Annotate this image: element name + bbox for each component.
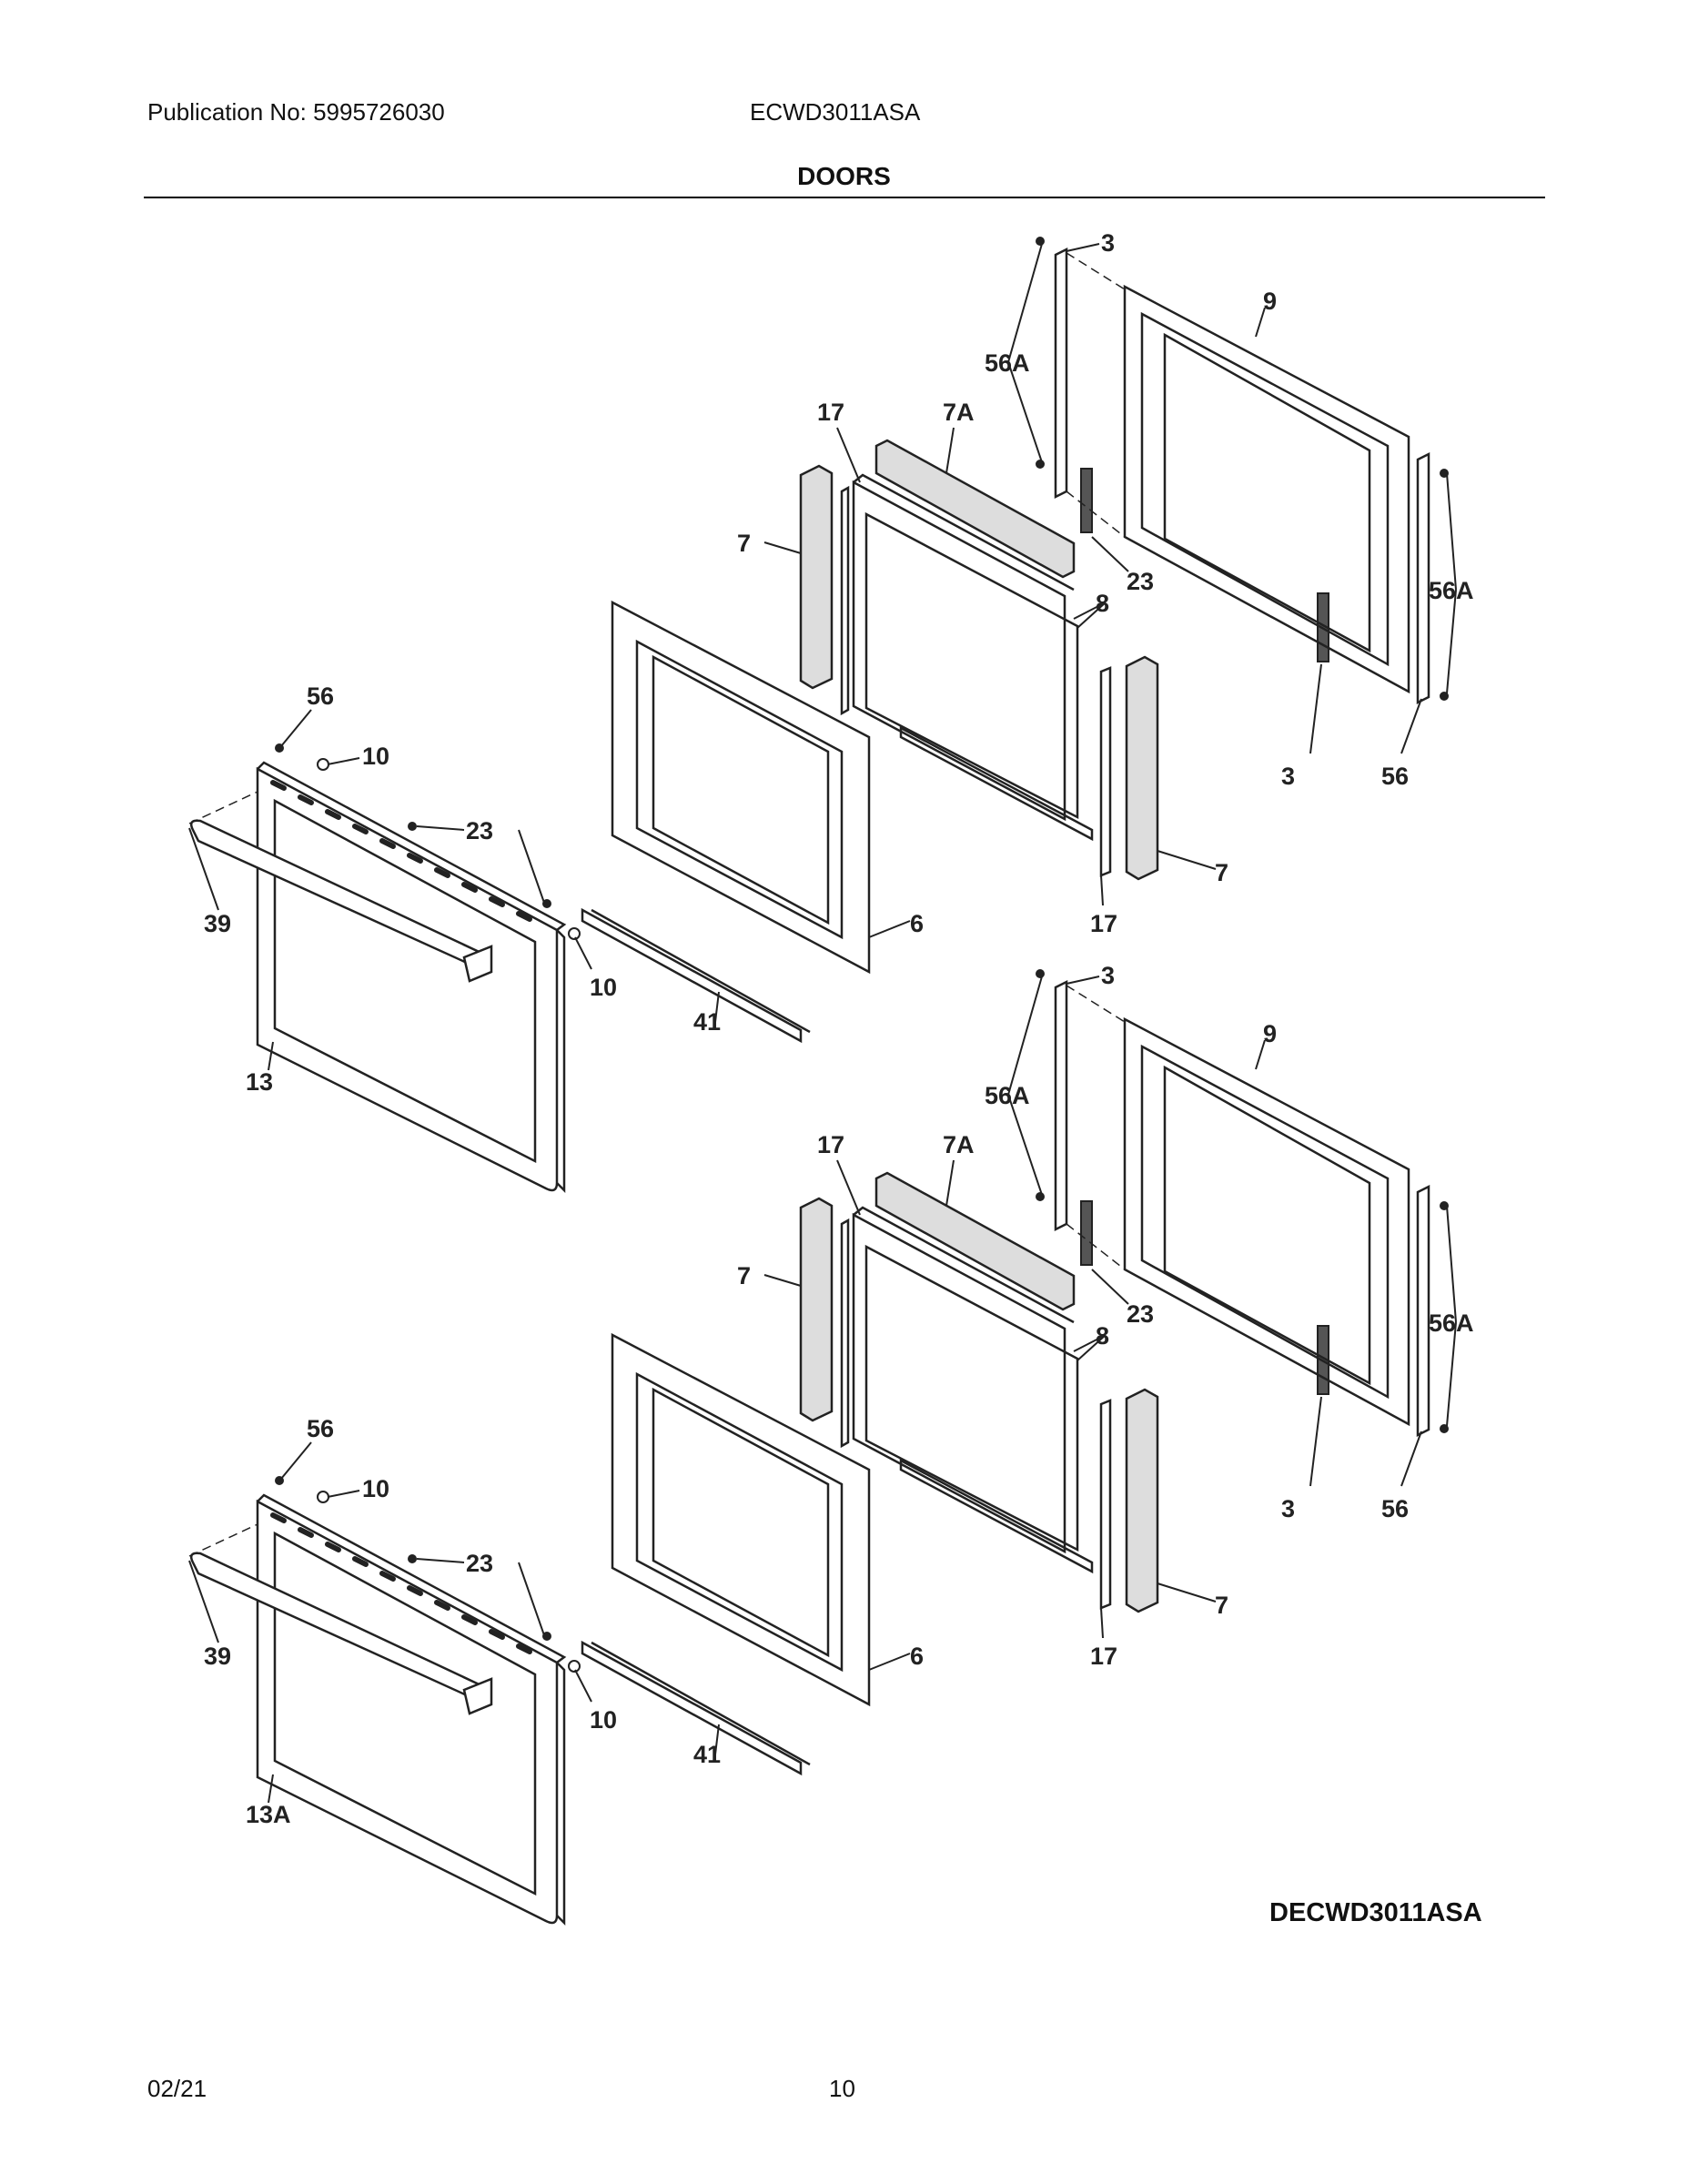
upper-callout-56a: 56A bbox=[1429, 577, 1474, 604]
section-title: DOORS bbox=[797, 162, 891, 190]
lower-callout-10: 10 bbox=[590, 1706, 617, 1734]
revision-date: 02/21 bbox=[147, 2075, 207, 2102]
upper-callout-17: 17 bbox=[817, 399, 844, 426]
upper-callout-3: 3 bbox=[1281, 763, 1295, 790]
lower-callout-8: 8 bbox=[1096, 1322, 1109, 1350]
upper-callout-39: 39 bbox=[204, 910, 231, 937]
lower-callout-17: 17 bbox=[1090, 1643, 1117, 1670]
lower-callout-7: 7 bbox=[737, 1262, 751, 1289]
lower-callout-23: 23 bbox=[1127, 1300, 1154, 1328]
upper-callout-10: 10 bbox=[590, 974, 617, 1001]
lower-callout-56: 56 bbox=[307, 1415, 334, 1442]
lower-callout-41: 41 bbox=[693, 1741, 721, 1768]
upper-callout-23: 23 bbox=[466, 817, 493, 844]
upper-callout-7a: 7A bbox=[943, 399, 975, 426]
upper-callout-8: 8 bbox=[1096, 590, 1109, 617]
model-number: ECWD3011ASA bbox=[750, 98, 921, 126]
upper-callout-7: 7 bbox=[1215, 859, 1228, 886]
lower-callout-9: 9 bbox=[1263, 1020, 1277, 1047]
upper-callout-56: 56 bbox=[307, 682, 334, 710]
upper-callout-17: 17 bbox=[1090, 910, 1117, 937]
upper-callout-9: 9 bbox=[1263, 288, 1277, 315]
lower-callout-23: 23 bbox=[466, 1550, 493, 1577]
header-divider bbox=[144, 197, 1545, 198]
upper-callout-6: 6 bbox=[910, 910, 924, 937]
lower-callout-56a: 56A bbox=[1429, 1309, 1474, 1337]
lower-door-assembly bbox=[189, 969, 1456, 1923]
lower-callout-13a: 13A bbox=[246, 1801, 291, 1828]
upper-callout-10: 10 bbox=[362, 743, 389, 770]
upper-callout-23: 23 bbox=[1127, 568, 1154, 595]
upper-callout-3: 3 bbox=[1101, 229, 1115, 257]
upper-callout-56: 56 bbox=[1381, 763, 1409, 790]
lower-callout-10: 10 bbox=[362, 1475, 389, 1502]
page-number: 10 bbox=[829, 2075, 855, 2102]
upper-callout-7: 7 bbox=[737, 530, 751, 557]
lower-callout-17: 17 bbox=[817, 1131, 844, 1158]
lower-callout-3: 3 bbox=[1101, 962, 1115, 989]
lower-callout-3: 3 bbox=[1281, 1495, 1295, 1522]
lower-callout-7: 7 bbox=[1215, 1592, 1228, 1619]
lower-callout-39: 39 bbox=[204, 1643, 231, 1670]
drawing-id: DECWD3011ASA bbox=[1269, 1898, 1482, 1927]
lower-callout-56: 56 bbox=[1381, 1495, 1409, 1522]
upper-callout-13: 13 bbox=[246, 1068, 273, 1096]
lower-callout-56a: 56A bbox=[985, 1082, 1030, 1109]
upper-callout-56a: 56A bbox=[985, 349, 1030, 377]
publication-number: Publication No: 5995726030 bbox=[147, 98, 445, 126]
lower-callout-6: 6 bbox=[910, 1643, 924, 1670]
lower-callout-7a: 7A bbox=[943, 1131, 975, 1158]
upper-callout-41: 41 bbox=[693, 1008, 721, 1036]
